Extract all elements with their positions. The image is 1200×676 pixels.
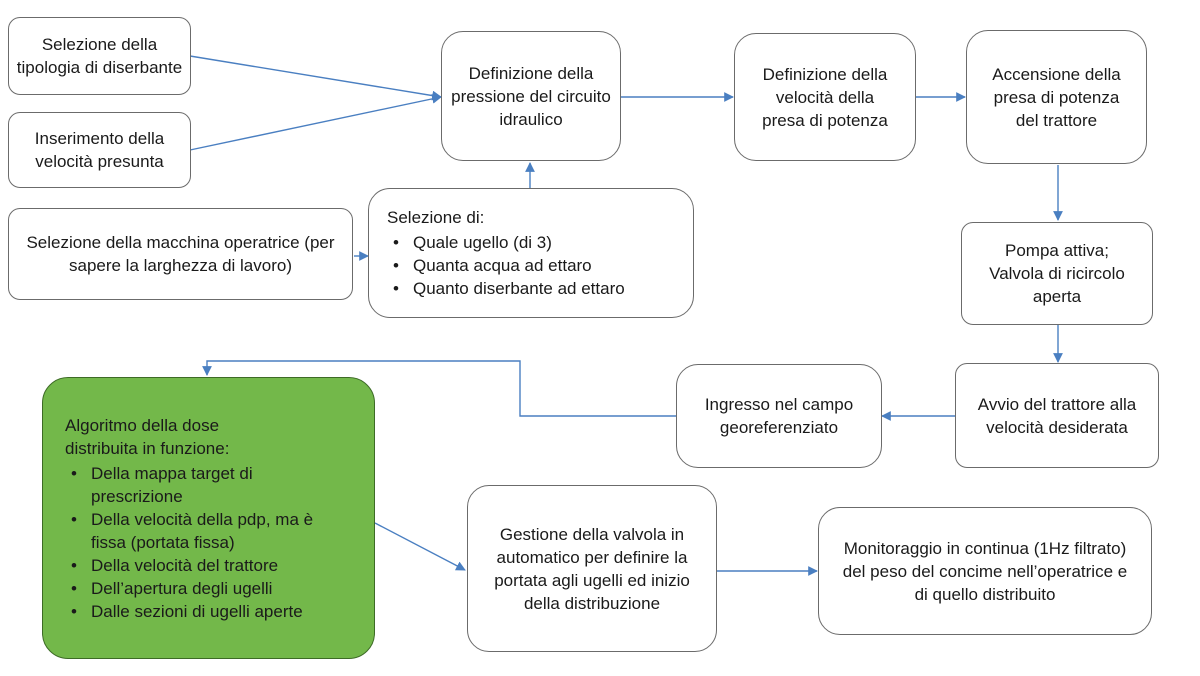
node-algoritmo-item: Dalle sezioni di ugelli aperte — [65, 600, 343, 623]
arrow-velocita-to-pressione — [189, 94, 442, 151]
arrow-tipologia-to-pressione — [189, 55, 442, 101]
node-monitoraggio: Monitoraggio in continua (1Hz filtrato) … — [818, 507, 1152, 635]
node-pompa-label: Pompa attiva; Valvola di ricircolo apert… — [989, 241, 1125, 306]
node-tipologia: Selezione della tipologia di diserbante — [8, 17, 191, 95]
node-algoritmo-item: Della velocità della pdp, ma è fissa (po… — [65, 508, 343, 554]
node-selezione: Selezione di: Quale ugello (di 3) Quanta… — [368, 188, 694, 318]
node-gestione-label: Gestione della valvola in automatico per… — [494, 524, 690, 613]
node-selezione-item: Quanto diserbante ad ettaro — [387, 277, 625, 300]
node-monitoraggio-label: Monitoraggio in continua (1Hz filtrato) … — [842, 538, 1128, 604]
node-algoritmo-list: Della mappa target di prescrizione Della… — [65, 462, 343, 623]
node-gestione: Gestione della valvola in automatico per… — [467, 485, 717, 652]
node-ingresso-label: Ingresso nel campo georeferenziato — [704, 395, 854, 437]
node-algoritmo-item: Della mappa target di prescrizione — [65, 462, 321, 508]
node-selezione-list: Quale ugello (di 3) Quanta acqua ad etta… — [387, 231, 625, 300]
node-pressione-label: Definizione della pressione del circuito… — [451, 63, 611, 129]
arrow-ingresso-to-algoritmo — [202, 360, 676, 417]
node-selezione-item: Quale ugello (di 3) — [387, 231, 625, 254]
node-macchina-label: Selezione della macchina operatrice (per… — [26, 233, 335, 275]
node-pompa: Pompa attiva; Valvola di ricircolo apert… — [961, 222, 1153, 325]
node-macchina: Selezione della macchina operatrice (per… — [8, 208, 353, 300]
node-velocita-presunta-label: Inserimento della velocità presunta — [34, 129, 165, 171]
node-algoritmo-item: Dell’apertura degli ugelli — [65, 577, 343, 600]
node-velocita-presunta: Inserimento della velocità presunta — [8, 112, 191, 188]
node-avvio: Avvio del trattore alla velocità desider… — [955, 363, 1159, 468]
node-pressione: Definizione della pressione del circuito… — [441, 31, 621, 161]
node-selezione-title: Selezione di: — [387, 208, 485, 227]
node-algoritmo-item: Della velocità del trattore — [65, 554, 343, 577]
node-algoritmo-title: Algoritmo della dose distribuita in funz… — [65, 415, 230, 458]
node-ingresso: Ingresso nel campo georeferenziato — [676, 364, 882, 468]
node-algoritmo: Algoritmo della dose distribuita in funz… — [42, 377, 375, 659]
node-selezione-item: Quanta acqua ad ettaro — [387, 254, 625, 277]
node-accensione: Accensione della presa di potenza del tr… — [966, 30, 1147, 164]
node-velocita-presa: Definizione della velocità della presa d… — [734, 33, 916, 161]
arrow-algoritmo-to-gestione — [374, 522, 466, 571]
node-avvio-label: Avvio del trattore alla velocità desider… — [977, 394, 1137, 437]
node-tipologia-label: Selezione della tipologia di diserbante — [16, 35, 183, 77]
node-velocita-presa-label: Definizione della velocità della presa d… — [762, 64, 888, 130]
node-accensione-label: Accensione della presa di potenza del tr… — [992, 64, 1121, 130]
